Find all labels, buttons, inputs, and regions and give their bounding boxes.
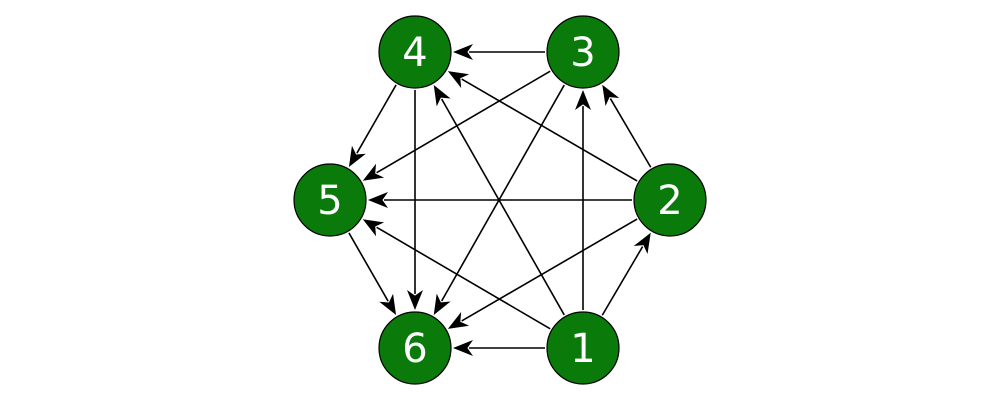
node-label: 5 <box>317 178 342 224</box>
node-circle <box>378 15 452 89</box>
edge-1-to-5 <box>362 219 551 330</box>
edge-line <box>440 98 565 316</box>
arrowhead-icon <box>362 219 385 237</box>
node-4: 4 <box>378 15 452 89</box>
node-label: 1 <box>570 326 595 372</box>
edge-3-to-5 <box>362 70 551 181</box>
edge-line <box>376 226 551 330</box>
node-1: 1 <box>546 311 620 385</box>
edge-line <box>348 232 389 302</box>
edge-line <box>601 246 644 316</box>
edges-layer <box>348 44 652 356</box>
node-circle <box>293 163 367 237</box>
node-6: 6 <box>378 311 452 385</box>
edge-line <box>356 84 397 154</box>
edge-1-to-4 <box>433 85 565 316</box>
edge-1-to-6 <box>453 340 545 356</box>
arrowhead-icon <box>348 145 366 168</box>
edge-2-to-5 <box>368 192 632 208</box>
edge-1-to-3 <box>575 90 591 310</box>
node-label: 6 <box>402 326 427 372</box>
arrowhead-icon <box>433 85 451 107</box>
edge-line <box>461 218 638 322</box>
edge-2-to-3 <box>602 84 652 168</box>
edge-line <box>440 84 565 302</box>
arrowhead-icon <box>453 340 473 356</box>
edge-5-to-6 <box>348 232 397 316</box>
edge-2-to-4 <box>447 71 638 182</box>
node-circle <box>546 311 620 385</box>
arrowhead-icon <box>433 293 451 315</box>
nodes-layer: 1 2 3 4 5 6 <box>293 15 707 385</box>
edge-line <box>609 98 652 168</box>
arrowhead-icon <box>575 90 591 110</box>
edge-3-to-6 <box>433 84 565 315</box>
arrowhead-icon <box>447 311 470 329</box>
edge-4-to-6 <box>407 90 423 310</box>
edge-3-to-4 <box>453 44 545 60</box>
edge-4-to-5 <box>348 84 397 168</box>
edge-line <box>376 70 551 174</box>
node-2: 2 <box>633 163 707 237</box>
edge-line <box>461 78 638 182</box>
arrowhead-icon <box>379 293 397 316</box>
arrowhead-icon <box>368 192 388 208</box>
arrowhead-icon <box>633 232 651 255</box>
arrowhead-icon <box>407 290 423 310</box>
node-circle <box>546 15 620 89</box>
node-3: 3 <box>546 15 620 89</box>
arrowhead-icon <box>447 71 470 89</box>
node-label: 2 <box>657 178 682 224</box>
arrowhead-icon <box>602 84 620 107</box>
node-circle <box>378 311 452 385</box>
node-label: 3 <box>570 30 595 76</box>
node-label: 4 <box>402 30 427 76</box>
arrowhead-icon <box>453 44 473 60</box>
edge-2-to-6 <box>447 218 638 329</box>
edge-1-to-2 <box>601 232 651 316</box>
arrowhead-icon <box>362 163 385 181</box>
node-5: 5 <box>293 163 367 237</box>
node-circle <box>633 163 707 237</box>
